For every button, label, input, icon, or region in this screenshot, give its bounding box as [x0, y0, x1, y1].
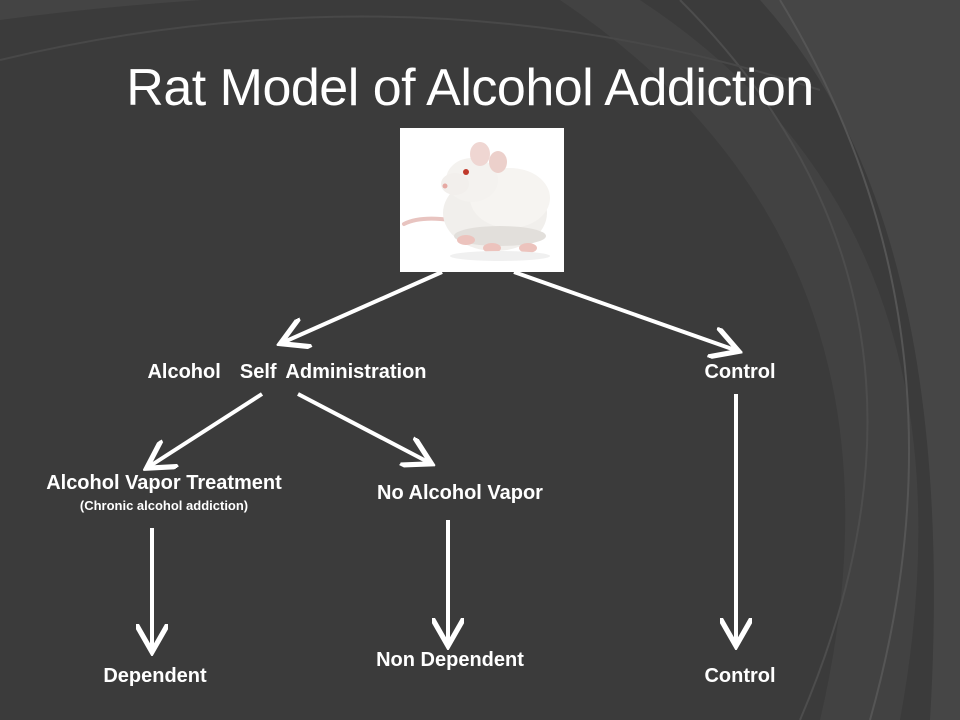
rat-photo [400, 128, 564, 272]
slide-title: Rat Model of Alcohol Addiction [126, 59, 814, 117]
node-control-bottom: Control [704, 665, 776, 687]
arrow-rat-to-self-admin [284, 270, 443, 342]
arrow-self-admin-to-vapor [150, 392, 264, 466]
node-no-alcohol-vapor: No Alcohol Vapor [377, 482, 543, 504]
node-alcohol-vapor-treatment: Alcohol Vapor Treatment [46, 472, 282, 494]
arrow-self-admin-to-no-vapor [297, 392, 428, 462]
node-alcohol-vapor-treatment-subtitle: (Chronic alcohol addiction) [79, 498, 249, 513]
node-alcohol-self-administration: Alcohol Self Administration [147, 361, 427, 383]
arrow-rat-to-control [513, 270, 735, 350]
node-dependent: Dependent [103, 665, 207, 687]
node-control-top: Control [704, 361, 776, 383]
node-non-dependent: Non Dependent [376, 649, 524, 671]
